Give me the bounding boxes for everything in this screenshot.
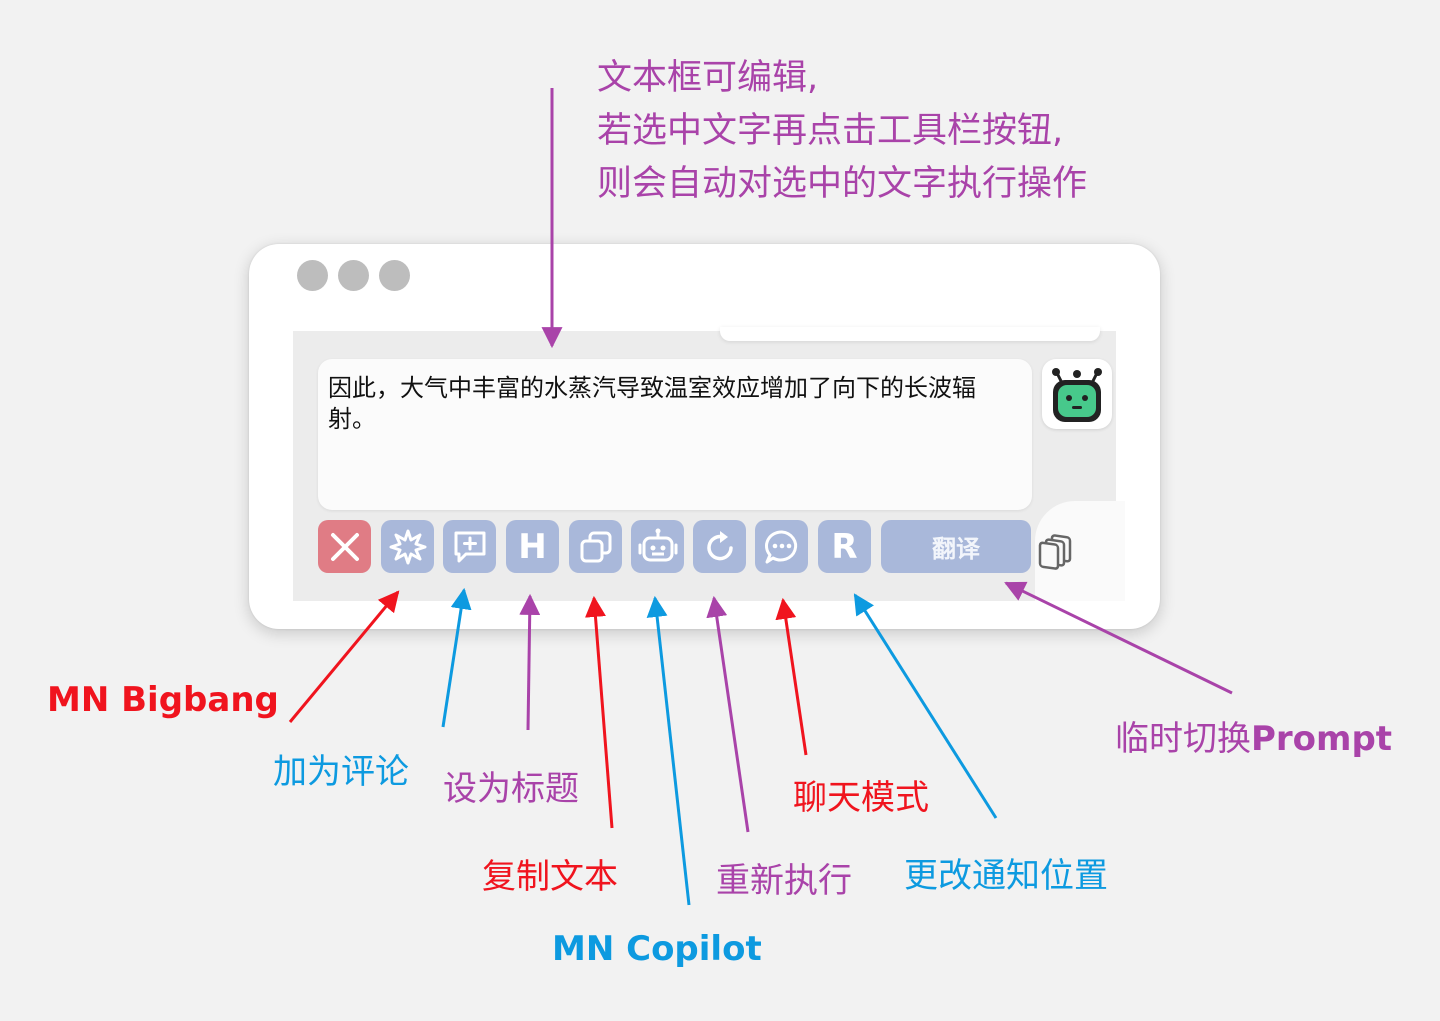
arrow-re-execute	[706, 595, 750, 833]
copy-text-button[interactable]	[569, 520, 622, 573]
arrow-copilot	[646, 595, 691, 906]
label-add-comment: 加为评论	[273, 752, 409, 792]
heading-letter: H	[518, 526, 547, 567]
label-re-execute: 重新执行	[716, 861, 852, 901]
chat-mode-button[interactable]	[755, 520, 808, 573]
r-letter: R	[831, 526, 858, 567]
mn-copilot-button[interactable]	[631, 520, 684, 573]
arrow-copy-text	[585, 595, 614, 829]
arrow-chat-mode	[775, 597, 808, 756]
re-execute-button[interactable]	[693, 520, 746, 573]
content-panel: 因此，大气中丰富的水蒸汽导致温室效应增加了向下的长波辐射。	[293, 327, 1125, 601]
comment-plus-icon	[454, 531, 485, 562]
robot-icon	[638, 528, 677, 561]
add-comment-button[interactable]	[443, 520, 496, 573]
label-switch-prompt-prefix: 临时切换	[1115, 719, 1251, 759]
label-mn-bigbang: MN Bigbang	[47, 680, 279, 720]
mn-bigbang-button[interactable]	[381, 520, 434, 573]
window-dot-2[interactable]	[338, 260, 369, 291]
robot-avatar-button[interactable]	[1042, 359, 1112, 429]
copy-stack-icon[interactable]	[1037, 530, 1077, 572]
arrow-bigbang	[288, 590, 400, 723]
arrow-set-title	[519, 593, 541, 731]
notification-window: 因此，大气中丰富的水蒸汽导致温室效应增加了向下的长波辐射。	[249, 244, 1160, 629]
set-title-button[interactable]: H	[506, 520, 559, 573]
bigbang-icon	[389, 529, 426, 564]
close-button[interactable]	[318, 520, 371, 573]
chat-bubble-icon	[764, 529, 797, 563]
translate-label: 翻译	[932, 535, 980, 563]
close-icon	[330, 532, 359, 561]
editable-textbox[interactable]: 因此，大气中丰富的水蒸汽导致温室效应增加了向下的长波辐射。	[318, 359, 1032, 510]
label-chat-mode: 聊天模式	[793, 778, 929, 818]
label-set-title: 设为标题	[443, 769, 579, 809]
label-copy-text: 复制文本	[482, 857, 618, 897]
label-mn-copilot: MN Copilot	[552, 929, 762, 969]
note-line-3: 则会自动对选中的文字执行操作	[597, 164, 1088, 204]
change-position-button[interactable]: R	[818, 520, 871, 573]
refresh-icon	[706, 530, 733, 560]
label-switch-prompt-suffix: Prompt	[1251, 719, 1393, 759]
editable-text-note: 文本框可编辑, 若选中文字再点击工具栏按钮, 则会自动对选中的文字执行操作	[597, 52, 1087, 211]
label-switch-prompt: 临时切换Prompt	[1115, 711, 1392, 760]
window-dot-3[interactable]	[379, 260, 410, 291]
robot-avatar-icon	[1052, 368, 1102, 422]
window-dot-1[interactable]	[297, 260, 328, 291]
translate-prompt-button[interactable]: 翻译	[881, 520, 1031, 573]
note-line-2: 若选中文字再点击工具栏按钮,	[597, 111, 1064, 151]
note-line-1: 文本框可编辑,	[597, 58, 819, 98]
arrow-switch-prompt	[1004, 581, 1233, 695]
arrow-add-comment	[441, 587, 472, 728]
label-change-notice-position: 更改通知位置	[904, 856, 1108, 896]
previous-card-edge	[720, 327, 1100, 341]
copy-icon	[580, 531, 611, 562]
arrow-change-position	[853, 593, 998, 819]
